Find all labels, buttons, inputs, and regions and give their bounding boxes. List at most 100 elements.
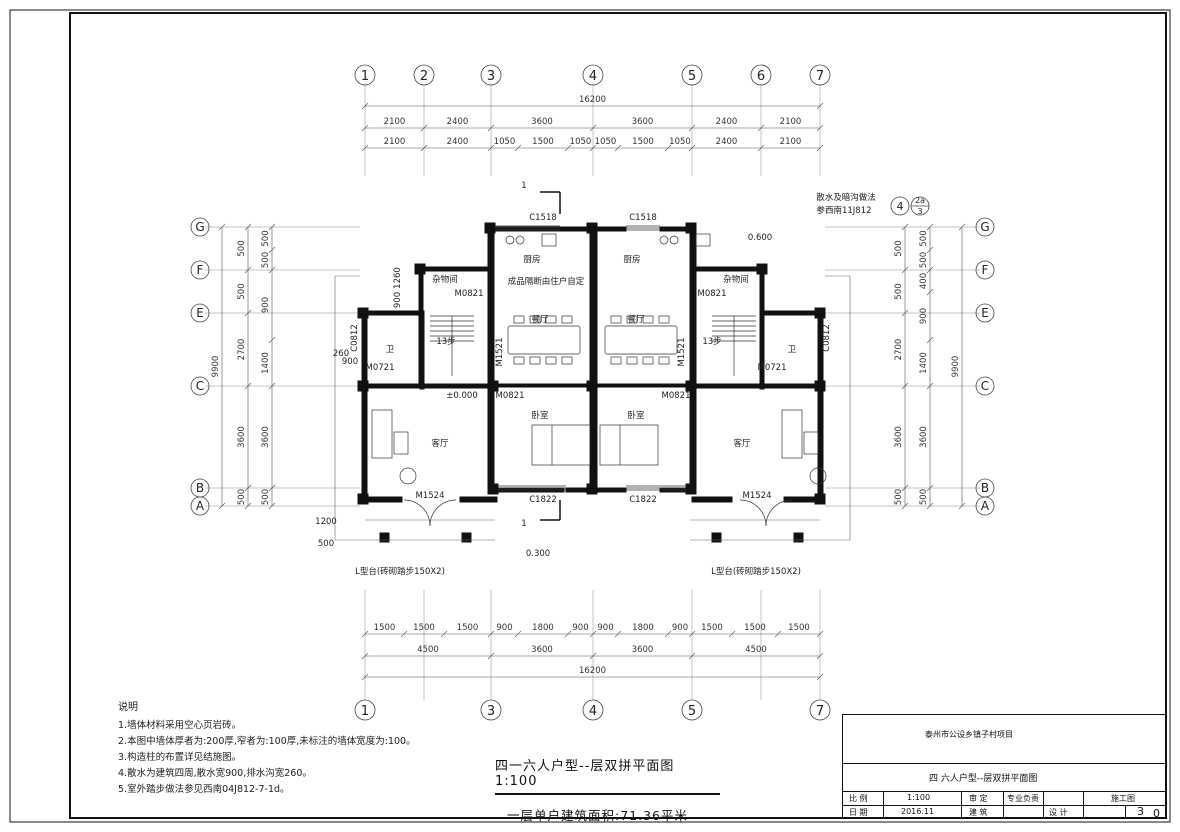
stove-burner bbox=[505, 235, 515, 245]
dim-text: 1260 bbox=[393, 267, 403, 289]
door-swing bbox=[739, 499, 767, 527]
top-dim-row1-text: 2100 bbox=[384, 117, 406, 127]
axis-bubble bbox=[750, 64, 772, 86]
axis-label: 2 bbox=[420, 69, 428, 84]
left-dim-mid-text: 3600 bbox=[237, 426, 247, 448]
axis-bubble bbox=[480, 64, 502, 86]
axis-label: 5 bbox=[688, 69, 696, 84]
axis-label: 3 bbox=[487, 69, 495, 84]
dim-tick bbox=[268, 246, 276, 254]
wall-segment bbox=[685, 483, 697, 495]
bottom-dim-row2-text: 3600 bbox=[531, 645, 553, 655]
eave-outline bbox=[690, 275, 851, 541]
axis-label: 4 bbox=[589, 704, 597, 719]
bottom-dim-row1-text: 900 bbox=[597, 623, 613, 633]
left-dim-inner-text: 500 bbox=[261, 230, 271, 246]
dim-tick bbox=[926, 502, 934, 510]
dim-tick bbox=[268, 382, 276, 390]
wall-segment bbox=[756, 263, 768, 275]
dim-tick bbox=[514, 144, 522, 152]
left-dim-mid-text: 500 bbox=[237, 240, 247, 256]
dim-tick bbox=[589, 630, 597, 638]
left-dim-mid-text: 500 bbox=[237, 283, 247, 299]
axis-bubble bbox=[190, 260, 210, 280]
axis-bubble bbox=[354, 699, 376, 721]
dim-tick bbox=[487, 124, 495, 132]
axis-label: G bbox=[980, 220, 989, 234]
bottom-dim-row1-text: 900 bbox=[496, 623, 512, 633]
level-mark: ±0.000 bbox=[446, 391, 477, 401]
project-name: 泰州市公设乡镇子村项目 bbox=[925, 730, 1013, 739]
top-dim-row2-text: 1050 bbox=[669, 137, 691, 147]
room-wc: 卫 bbox=[386, 345, 395, 355]
chair bbox=[658, 356, 670, 365]
dim-tick bbox=[487, 652, 495, 660]
left-dim-inner-text: 500 bbox=[261, 252, 271, 268]
right-dim-mid-text: 500 bbox=[894, 240, 904, 256]
chair bbox=[561, 315, 573, 324]
dim-tick bbox=[361, 673, 369, 681]
left-dim-inner-text: 3600 bbox=[261, 426, 271, 448]
dim-tick bbox=[268, 336, 276, 344]
room-dining: 餐厅 bbox=[627, 315, 645, 325]
ramp-note: L型台(砖砌踏步150X2) bbox=[711, 566, 801, 577]
dim-text: 500 bbox=[318, 539, 334, 549]
axis-label: C bbox=[196, 379, 204, 393]
axis-bubble bbox=[190, 217, 210, 237]
room-bedroom: 卧室 bbox=[531, 410, 549, 421]
eave-outline bbox=[334, 275, 495, 541]
opening-tag: M0821 bbox=[455, 289, 484, 299]
room-kitchen: 厨房 bbox=[623, 254, 640, 265]
notes-heading: 说明 bbox=[118, 702, 138, 713]
sofa bbox=[781, 409, 803, 459]
wall-segment bbox=[418, 266, 492, 272]
wall-segment bbox=[379, 532, 390, 543]
dim-tick bbox=[688, 652, 696, 660]
room-wc: 卫 bbox=[788, 345, 797, 355]
axis-bubble bbox=[413, 64, 435, 86]
dim-tick bbox=[958, 502, 966, 510]
stove-burner bbox=[669, 235, 679, 245]
wall-segment bbox=[793, 532, 804, 543]
dim-tick bbox=[361, 124, 369, 132]
wall-segment bbox=[589, 226, 598, 494]
chair bbox=[545, 315, 557, 324]
opening-tag: C1518 bbox=[629, 213, 657, 223]
bottom-dim-row1-text: 1800 bbox=[532, 623, 554, 633]
axis-label: 1 bbox=[361, 704, 369, 719]
chair bbox=[545, 356, 557, 365]
wall-segment bbox=[691, 496, 733, 503]
dim-tick bbox=[589, 652, 597, 660]
wall-segment bbox=[461, 532, 472, 543]
sofa bbox=[371, 409, 393, 459]
axis-label: 7 bbox=[816, 704, 824, 719]
left-dim-inner-text: 500 bbox=[261, 489, 271, 505]
dim-tick bbox=[361, 102, 369, 110]
dim-tick bbox=[688, 144, 696, 152]
stove-burner bbox=[515, 235, 525, 245]
chair bbox=[642, 356, 654, 365]
axis-label: 6 bbox=[757, 69, 765, 84]
wall-segment bbox=[361, 310, 368, 502]
top-dim-row2-text: 2100 bbox=[780, 137, 802, 147]
right-dim-inner-text: 500 bbox=[919, 489, 929, 505]
room-kitchen: 厨房 bbox=[523, 254, 540, 265]
bed bbox=[599, 424, 659, 466]
top-dim-row1-text: 2400 bbox=[447, 117, 469, 127]
opening-tag: M0821 bbox=[698, 289, 727, 299]
dim-tick bbox=[420, 124, 428, 132]
bottom-dim-row2-text: 3600 bbox=[632, 645, 654, 655]
note-item: 5.室外踏步做法参见西南04J812-7-1d。 bbox=[118, 784, 290, 795]
left-dim-mid-text: 500 bbox=[237, 489, 247, 505]
axis-label: F bbox=[982, 263, 989, 277]
level-mark: 0.600 bbox=[748, 233, 772, 243]
dim-tick bbox=[926, 223, 934, 231]
chair bbox=[513, 356, 525, 365]
bottom-dim-row1-text: 1500 bbox=[701, 623, 723, 633]
dim-tick bbox=[614, 630, 622, 638]
dim-tick bbox=[614, 144, 622, 152]
axis-label: 4 bbox=[589, 69, 597, 84]
wall-segment bbox=[414, 263, 426, 275]
axis-bubble bbox=[681, 64, 703, 86]
